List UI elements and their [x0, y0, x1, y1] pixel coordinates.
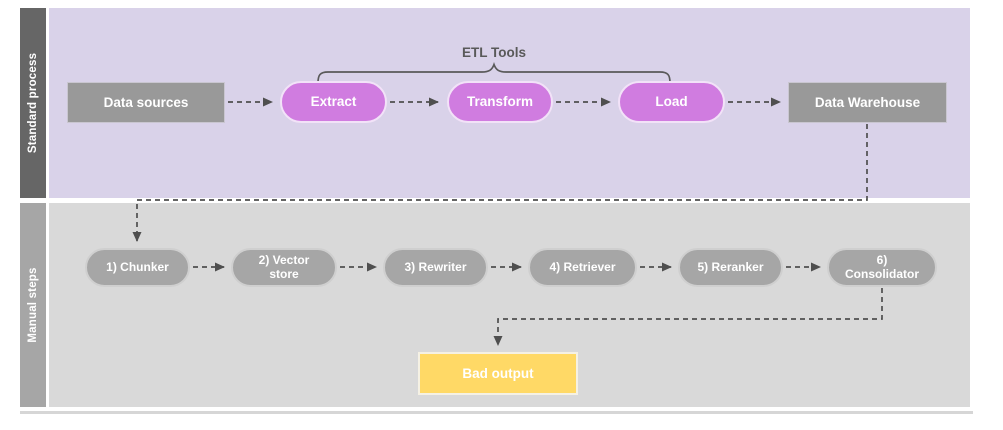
node-data-warehouse[interactable]: Data Warehouse [788, 82, 947, 123]
lane-standard-process-label: Standard process [27, 52, 39, 154]
node-load[interactable]: Load [618, 81, 725, 123]
node-rewriter-label: 3) Rewriter [404, 259, 467, 274]
node-bad-output[interactable]: Bad output [418, 352, 578, 395]
bottom-divider [20, 411, 973, 414]
node-data-sources-label: Data sources [103, 94, 189, 110]
node-data-sources[interactable]: Data sources [67, 82, 225, 123]
node-bad-output-label: Bad output [462, 365, 534, 381]
node-retriever-label: 4) Retriever [549, 259, 616, 274]
node-extract[interactable]: Extract [280, 81, 387, 123]
node-extract-label: Extract [310, 94, 357, 110]
node-vector-store[interactable]: 2) Vector store [231, 248, 337, 287]
node-consolidator-label: 6) Consolidator [845, 252, 919, 281]
node-load-label: Load [655, 94, 688, 110]
node-chunker-label: 1) Chunker [106, 259, 169, 274]
node-rewriter[interactable]: 3) Rewriter [383, 248, 488, 287]
node-reranker-label: 5) Reranker [697, 259, 764, 274]
node-chunker[interactable]: 1) Chunker [85, 248, 190, 287]
etl-tools-annotation: ETL Tools [462, 45, 526, 60]
lane-manual-steps-label: Manual steps [27, 267, 39, 343]
lane-standard-process-bar: Standard process [20, 8, 46, 198]
node-reranker[interactable]: 5) Reranker [678, 248, 783, 287]
node-retriever[interactable]: 4) Retriever [528, 248, 637, 287]
node-transform-label: Transform [466, 94, 534, 110]
node-vector-store-label: 2) Vector store [258, 252, 310, 281]
lane-manual-steps-bar: Manual steps [20, 203, 46, 407]
node-transform[interactable]: Transform [447, 81, 553, 123]
node-consolidator[interactable]: 6) Consolidator [827, 248, 937, 287]
node-data-warehouse-label: Data Warehouse [814, 94, 921, 110]
